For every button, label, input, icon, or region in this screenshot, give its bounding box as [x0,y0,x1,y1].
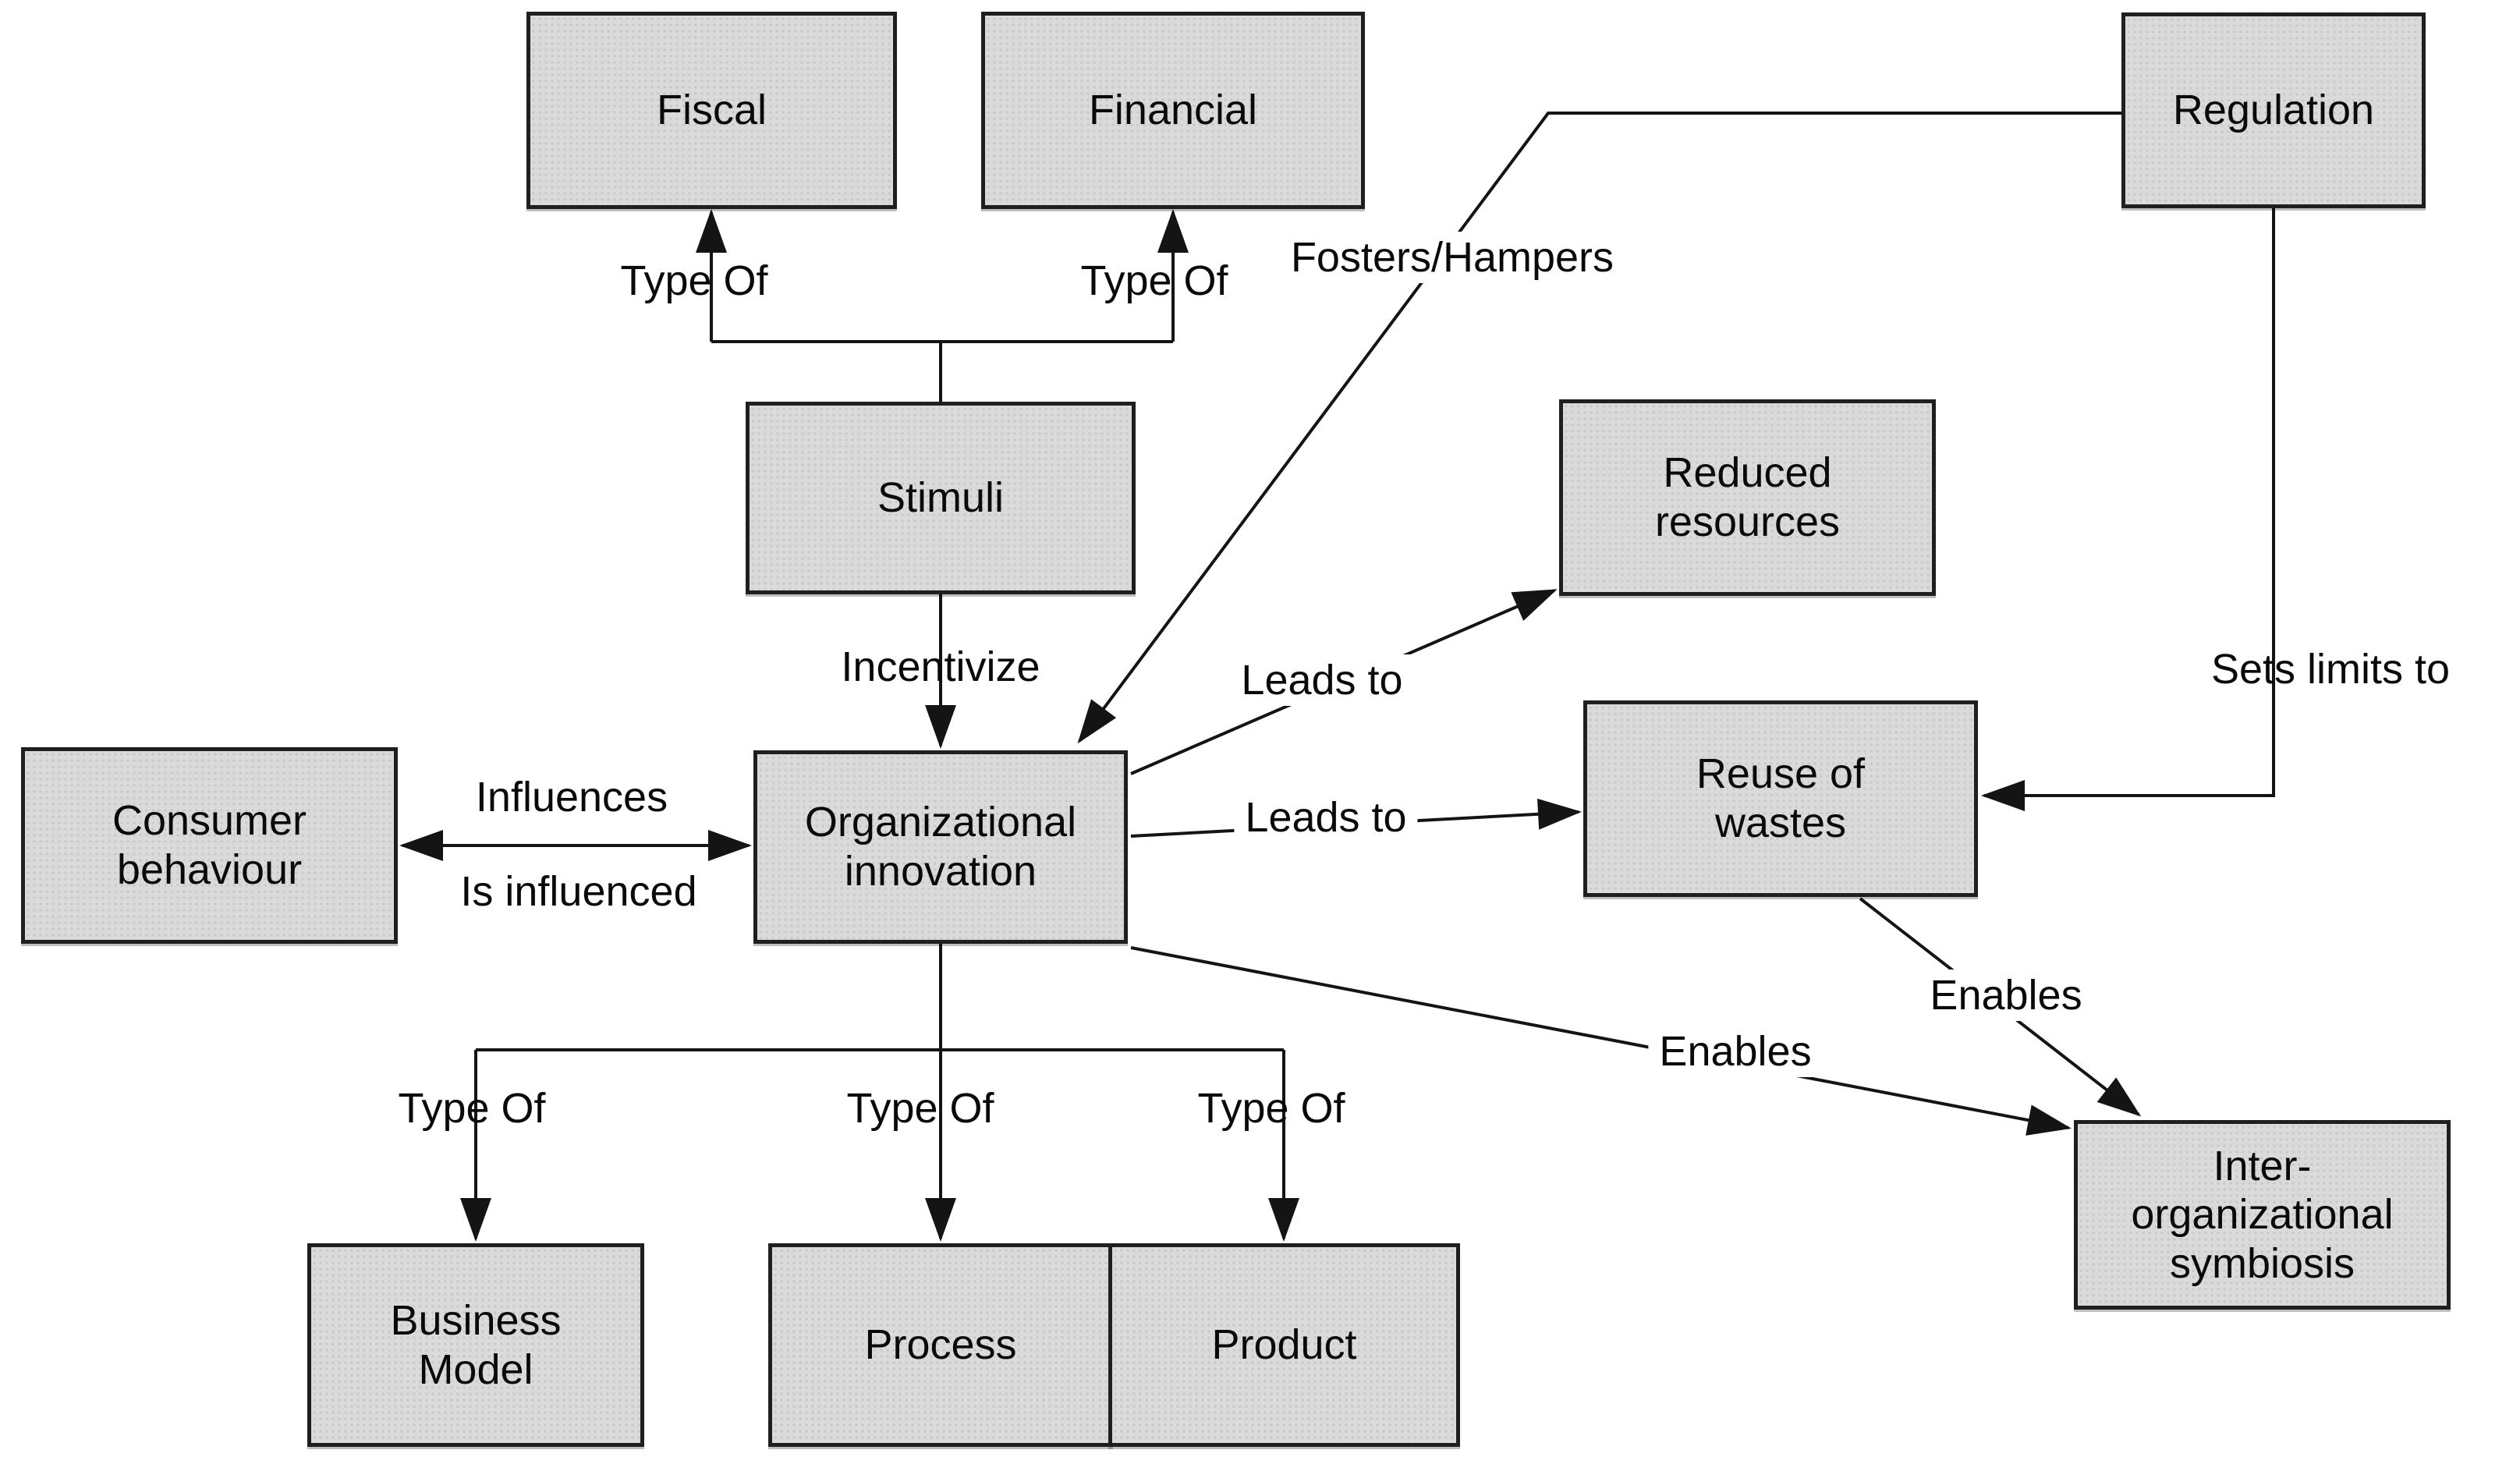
node-business-model: Business Model [307,1243,644,1447]
edge-label-fosters-hampers: Fosters/Hampers [1279,232,1625,283]
edge-label-incentivize: Incentivize [841,643,1040,690]
edge-label-leads-to-reuse: Leads to [1234,792,1418,843]
node-reduced-resources-label: Reduced resources [1654,449,1841,545]
edge-label-type-of-process: Type Of [846,1085,994,1132]
node-fiscal-label: Fiscal [656,87,767,134]
node-consumer-behaviour-label: Consumer behaviour [112,797,307,893]
edge-enables-from-innovation [1130,946,2072,1136]
edge-label-type-of-financial: Type Of [1080,257,1228,304]
edge-label-leads-to-reduced: Leads to [1230,654,1414,706]
node-reuse-of-wastes-label: Reuse of wastes [1696,750,1866,846]
node-financial: Financial [981,12,1365,209]
edge-label-enables-from-innovation: Enables [1648,1026,1823,1077]
node-business-model-label: Business Model [390,1296,562,1393]
edge-label-is-influenced: Is influenced [460,868,697,915]
node-regulation-label: Regulation [2172,87,2375,134]
node-process-label: Process [864,1321,1017,1369]
node-inter-organizational-symbiosis-label: Inter-organizational symbiosis [2131,1142,2394,1287]
node-fiscal: Fiscal [526,12,897,209]
node-consumer-behaviour: Consumer behaviour [21,747,398,944]
node-product-label: Product [1211,1321,1357,1369]
node-regulation: Regulation [2121,12,2426,208]
node-inter-organizational-symbiosis: Inter-organizational symbiosis [2074,1120,2451,1310]
edge-sets-limits [1981,208,2275,811]
edge-label-sets-limits-to: Sets limits to [2210,646,2451,693]
node-reuse-of-wastes: Reuse of wastes [1583,700,1978,897]
edge-label-type-of-fiscal: Type Of [620,257,768,304]
edge-label-type-of-product: Type Of [1197,1085,1345,1132]
node-organizational-innovation-label: Organizational innovation [804,799,1077,895]
node-organizational-innovation: Organizational innovation [753,750,1128,944]
edge-label-enables-from-reuse: Enables [1919,970,2093,1021]
node-stimuli: Stimuli [746,402,1136,594]
node-financial-label: Financial [1088,87,1258,134]
edge-label-type-of-business-model: Type Of [398,1085,546,1132]
edge-fosters-hampers [1077,112,2121,744]
node-product: Product [1108,1243,1460,1447]
edge-label-influences: Influences [475,774,668,821]
node-reduced-resources: Reduced resources [1559,399,1936,596]
node-stimuli-label: Stimuli [877,474,1005,522]
node-process: Process [768,1243,1113,1447]
